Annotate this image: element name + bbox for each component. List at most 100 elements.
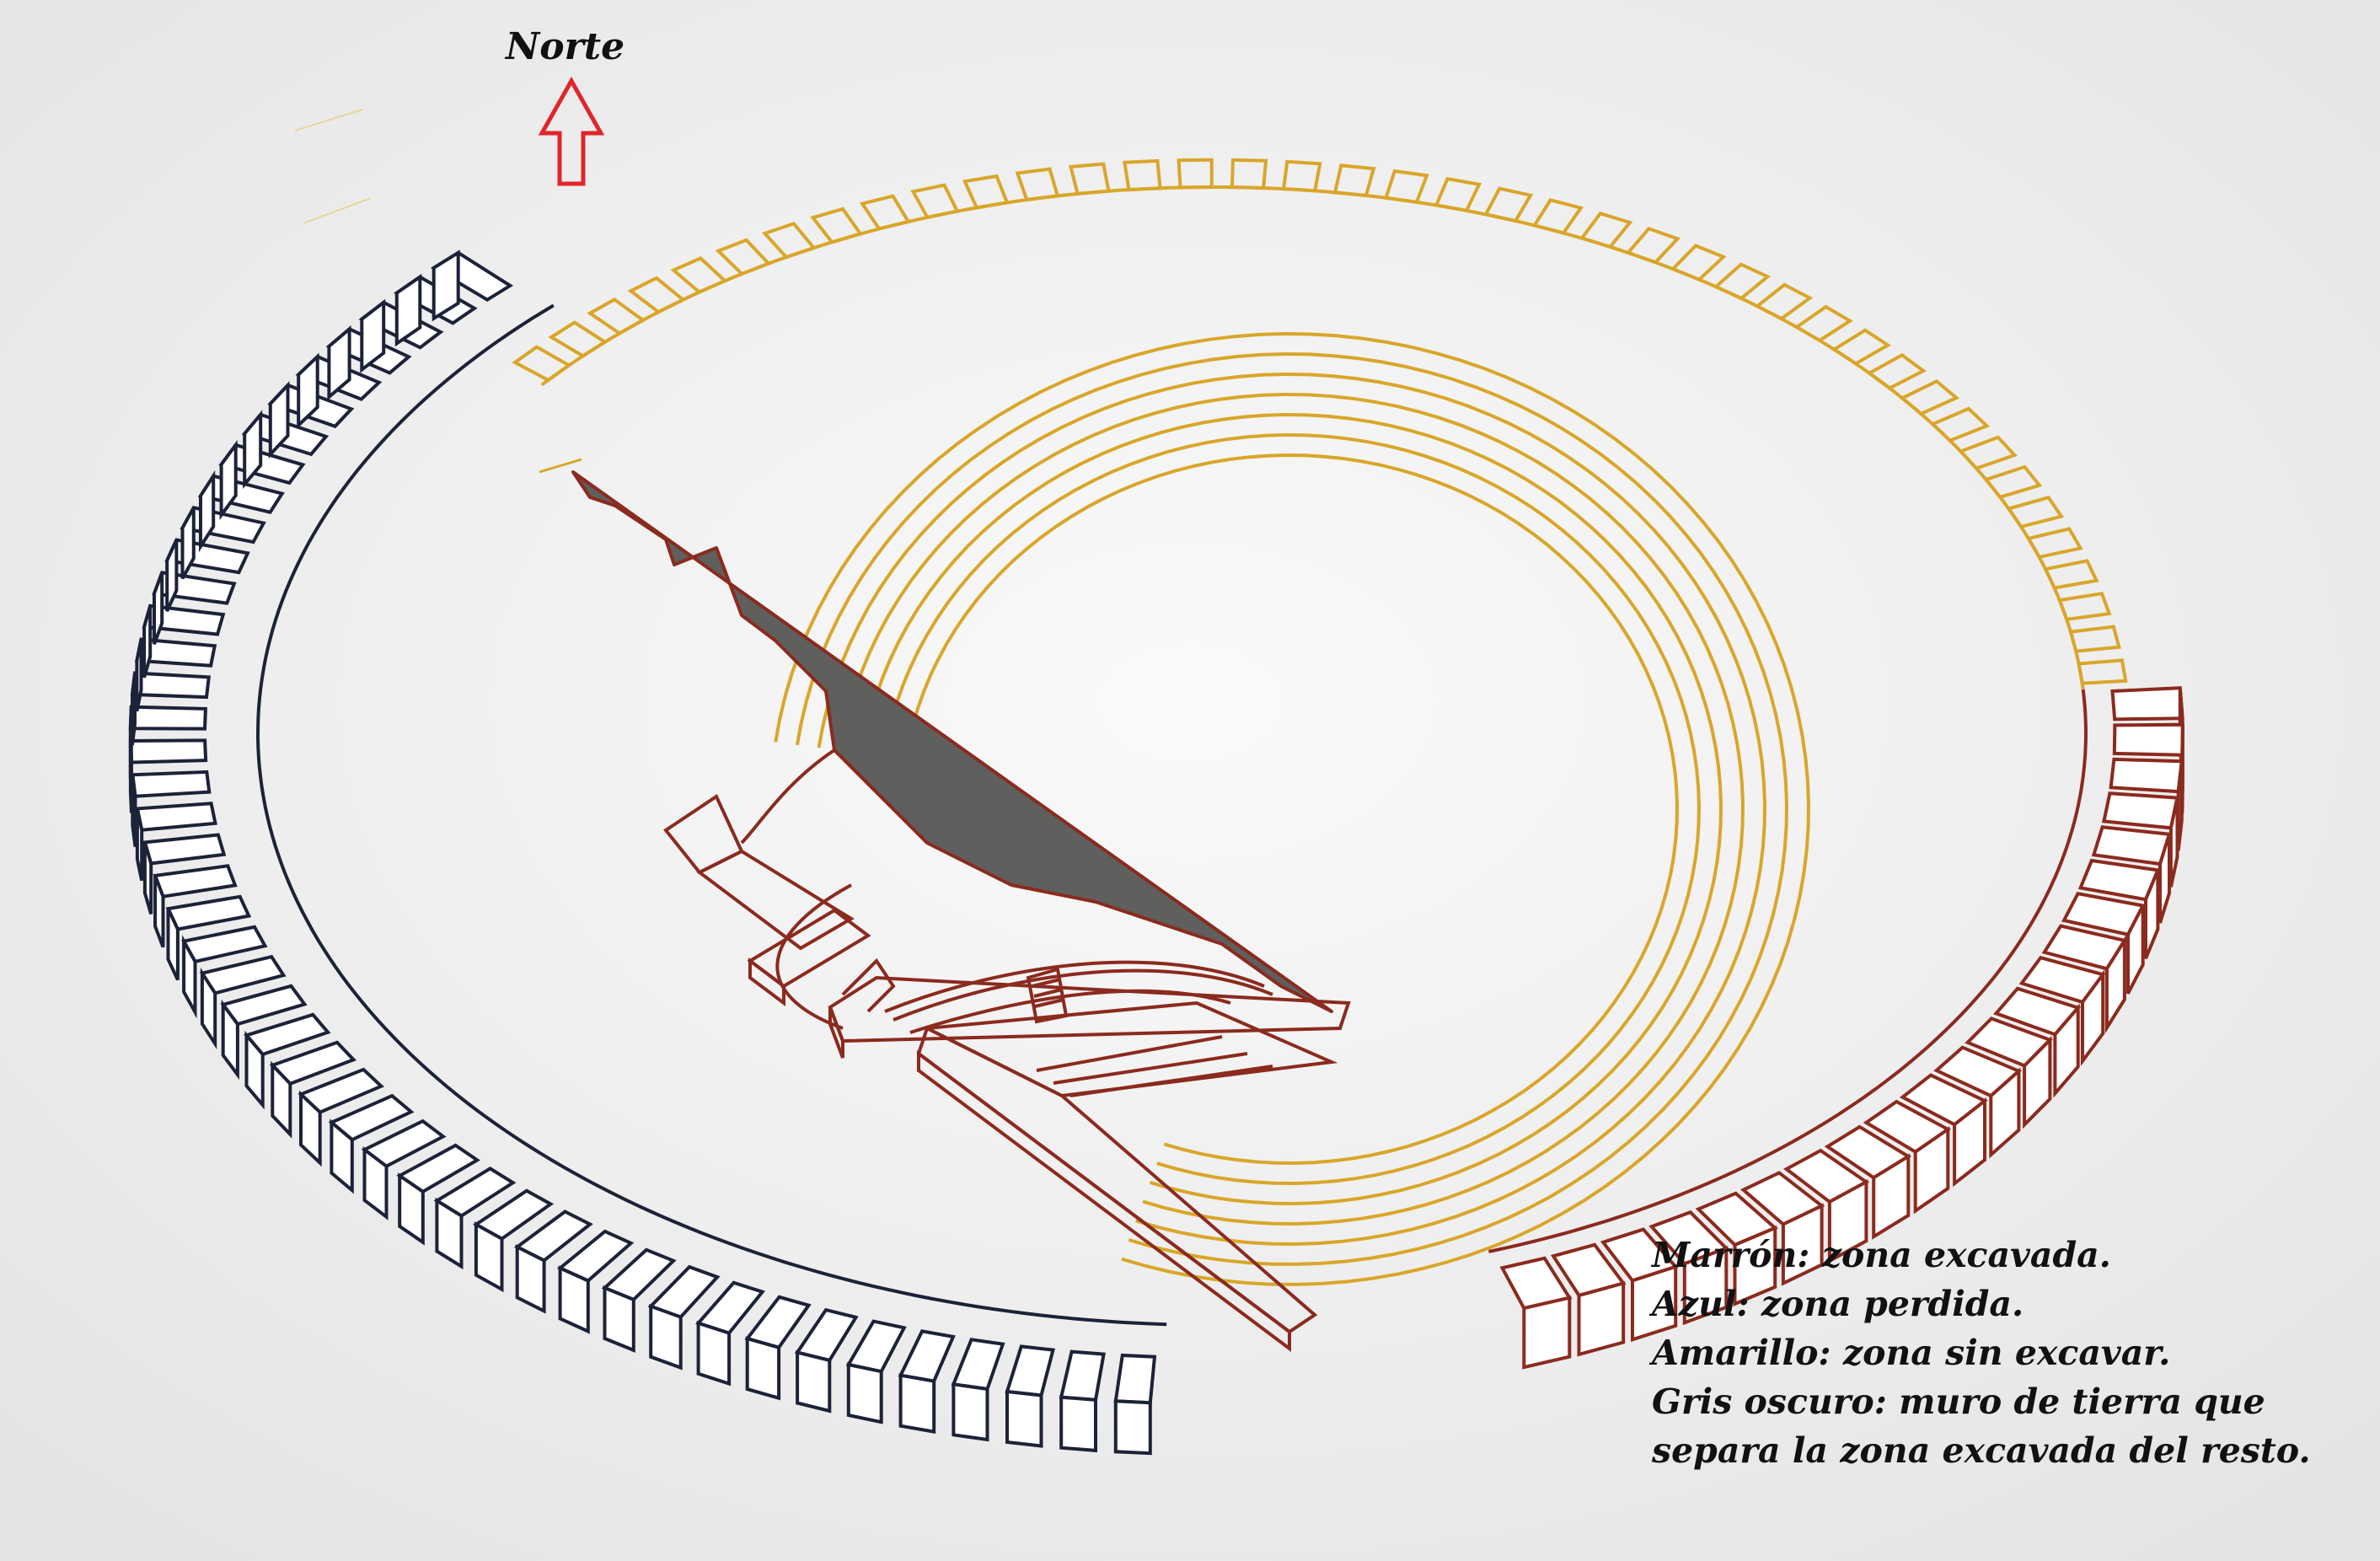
outer-wall-buttress	[1123, 158, 1162, 192]
lost-wall-pier-side	[221, 999, 239, 1081]
excavated-wall-pier-side	[1989, 1067, 2021, 1159]
excavated-zone-wall	[1488, 686, 2184, 1370]
north-arrow-icon	[538, 76, 605, 186]
excavated-wall-pier-side	[1631, 1264, 1678, 1343]
lost-wall-pier-side	[515, 1244, 546, 1314]
outer-wall-buttress	[512, 345, 572, 383]
outer-wall-buttress	[1015, 167, 1060, 202]
lost-wall-pier-side	[360, 298, 386, 373]
outer-wall-buttress	[1332, 164, 1376, 198]
excavated-wall-pier-top	[2110, 686, 2184, 721]
outer-wall-buttress	[1983, 464, 2043, 500]
lost-wall-pier-side	[271, 1060, 292, 1139]
outer-wall-buttress	[2025, 527, 2083, 560]
outer-wall-buttress	[1866, 352, 1927, 390]
lost-wall-pier-top	[1113, 1353, 1157, 1405]
lost-wall-pier-side	[182, 934, 197, 1019]
excavated-wall-line	[1488, 689, 2088, 1253]
lost-wall-pier-side	[131, 775, 137, 847]
lost-wall-pier-side	[142, 605, 153, 679]
outer-wall-buttress	[2057, 591, 2112, 621]
excavated-wall-pier-side	[2081, 969, 2105, 1066]
lost-wall-pier-side	[1113, 1399, 1152, 1456]
lost-wall-pier-side	[432, 249, 460, 322]
cavea-ring	[774, 331, 1811, 1286]
outer-wall-buttress	[715, 238, 772, 276]
lost-wall-pier-side	[199, 469, 216, 553]
outer-wall-buttress	[1531, 197, 1584, 235]
outer-wall-buttress	[1434, 176, 1482, 213]
excavated-wall-pier-side	[1827, 1178, 1868, 1264]
cavea-edge-line	[539, 458, 582, 474]
lost-wall-pier-top	[135, 802, 217, 832]
outer-wall-buttress	[1177, 158, 1214, 190]
outer-wall-buttress	[2043, 559, 2099, 590]
lost-wall-pier-side	[394, 273, 422, 347]
excavated-inner-structures	[663, 748, 1351, 1352]
excavated-wall-pier-side	[1733, 1225, 1777, 1307]
excavated-wall-pier-side	[2023, 1035, 2052, 1129]
lost-wall-pier-top	[128, 705, 207, 731]
lost-wall-pier-side	[603, 1285, 635, 1353]
outer-wall-buttress	[1929, 406, 1991, 443]
legend: Marrón: zona excavada. Azul: zona perdid…	[1652, 1231, 2311, 1475]
excavated-wall-pier-side	[2053, 1003, 2080, 1098]
lost-wall-pier-side	[474, 1221, 504, 1293]
excavated-wall-pier-side	[2126, 904, 2145, 995]
excavated-wall-pier-side	[1913, 1126, 1950, 1215]
excavated-wall-pier-side	[1577, 1280, 1626, 1357]
outer-wall-buttress	[587, 298, 646, 335]
lost-wall-pier-side	[180, 507, 196, 580]
outer-wall-buttress	[2006, 495, 2065, 529]
outer-wall-buttress	[548, 320, 608, 358]
lost-wall-line	[255, 303, 1167, 1327]
outer-wall-buttress	[627, 276, 687, 314]
faint-sketch-marks	[294, 109, 372, 224]
lost-wall-pier-side	[745, 1336, 781, 1401]
outer-wall-buttress	[1383, 169, 1429, 204]
outer-wall-buttress	[962, 174, 1010, 210]
outer-wall-buttress	[1793, 304, 1853, 343]
legend-item-excavated: Marrón: zona excavada.	[1652, 1235, 2111, 1275]
lost-wall-pier-side	[142, 841, 153, 915]
cavea-ring	[903, 453, 1680, 1166]
lost-wall-pier-side	[166, 908, 180, 981]
unexcavated-outer-wall	[512, 158, 2128, 690]
outer-wall-buttress	[1483, 186, 1534, 223]
lost-wall-pier-side	[131, 673, 137, 746]
lost-wall-pier-side	[165, 539, 179, 612]
lost-wall-pier-side	[649, 1303, 683, 1371]
outer-wall-buttress	[859, 194, 911, 231]
lost-wall-pier-side	[243, 410, 263, 489]
excavated-wall-pier-side	[2158, 834, 2171, 924]
excavated-wall-pier-side	[2104, 934, 2126, 1034]
cavea-ring	[817, 372, 1767, 1247]
legend-item-unexcavated: Amarillo: zona sin excavar.	[1652, 1333, 2171, 1373]
lost-wall-pier-side	[297, 352, 319, 430]
lost-wall-pier-side	[846, 1362, 883, 1424]
cavea-ring	[795, 351, 1789, 1266]
outer-wall-buttress	[1754, 282, 1814, 321]
outer-wall-buttress	[1958, 435, 2018, 471]
outer-wall-buttress	[1281, 159, 1322, 193]
lost-wall-pier-side	[696, 1321, 732, 1387]
north-label: Norte	[506, 25, 625, 68]
excavated-wall-pier-side	[2144, 869, 2160, 959]
outer-wall-buttress	[1899, 379, 1960, 416]
lost-wall-pier-side	[898, 1373, 936, 1434]
lost-wall-pier-side	[200, 967, 217, 1050]
excavated-wall-pier-top	[2101, 791, 2179, 830]
lost-wall-pier-side	[796, 1349, 832, 1413]
legend-item-lost: Azul: zona perdida.	[1652, 1284, 2024, 1324]
cavea-ring	[839, 392, 1745, 1226]
cavea-ring	[860, 412, 1723, 1206]
unexcavated-cavea-rings	[774, 331, 1811, 1286]
lost-wall-pier-side	[951, 1381, 989, 1442]
lost-wall-pier-side	[327, 325, 351, 401]
lost-wall-pier-top	[128, 738, 208, 764]
lost-wall-pier-side	[330, 1118, 354, 1194]
cavea-ring	[882, 432, 1702, 1186]
excavated-wall-pier-top	[2112, 722, 2184, 757]
lost-wall-pier-side	[362, 1145, 389, 1220]
